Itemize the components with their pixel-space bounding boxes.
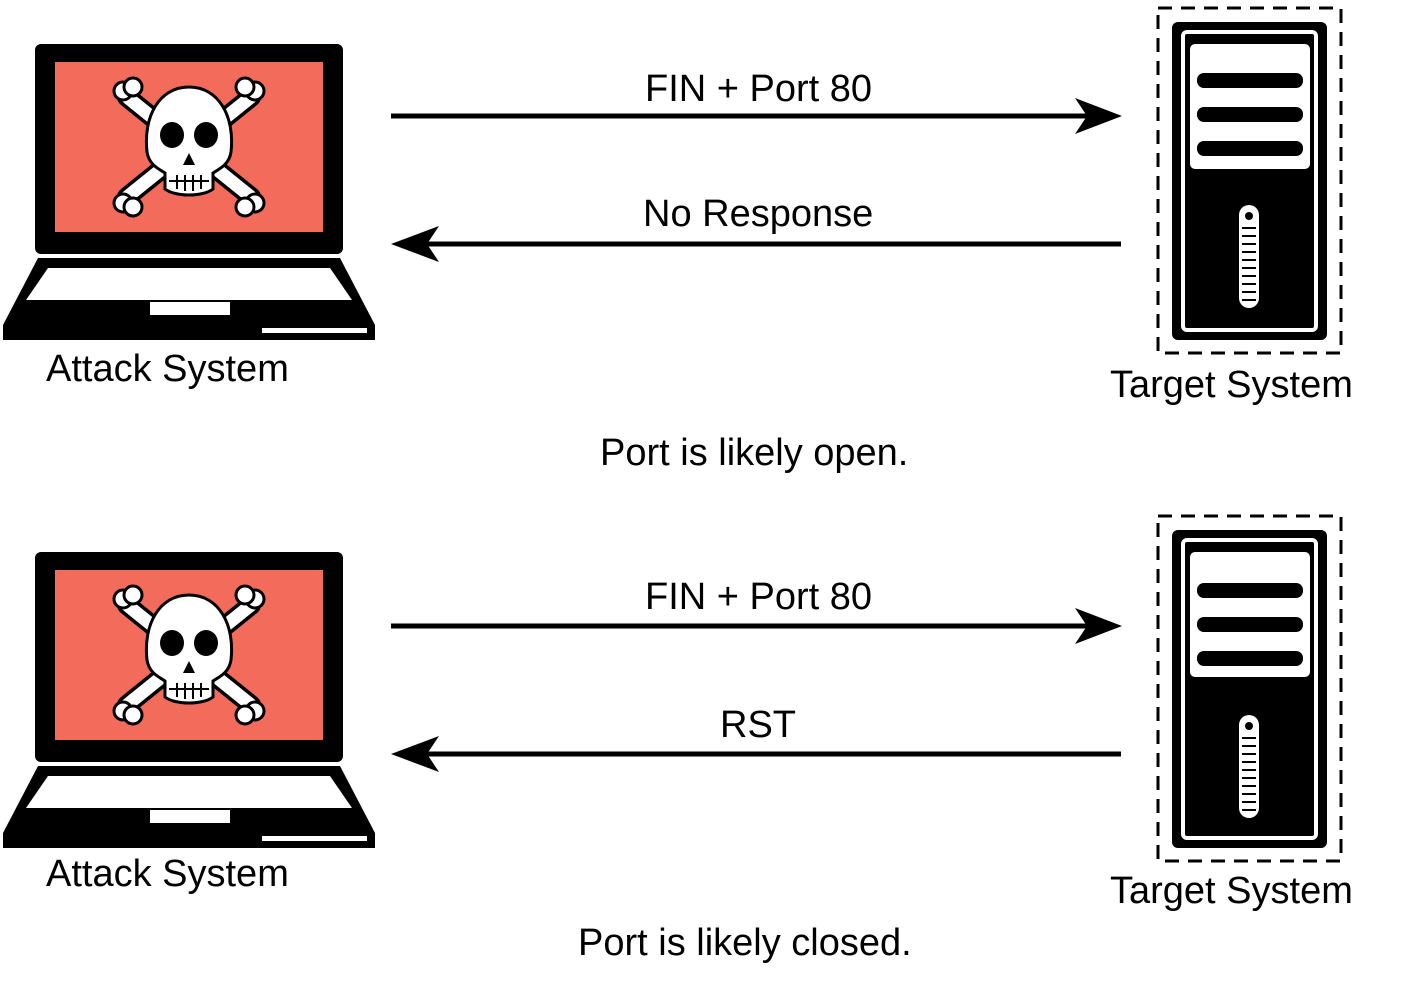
request-arrow <box>391 98 1122 262</box>
selection-dashed-box <box>1156 514 1343 863</box>
attack-system-label: Attack System <box>46 853 289 895</box>
attack-laptop-icon <box>3 44 375 340</box>
conclusion-text: Port is likely open. <box>600 432 909 474</box>
laptop-base <box>3 766 375 848</box>
skull-crossbones-icon <box>112 76 266 218</box>
response-label: No Response <box>643 193 874 235</box>
target-system-label: Target System <box>1110 364 1353 406</box>
skull-crossbones-icon <box>112 584 266 726</box>
target-server-icon <box>1156 6 1343 355</box>
scenario-open: Attack System FIN + Port 80 No Response … <box>0 0 1419 490</box>
conclusion-text: Port is likely closed. <box>578 922 912 964</box>
scenario-closed: Attack System FIN + Port 80 RST Target S… <box>0 508 1419 998</box>
attack-laptop-icon <box>3 552 375 848</box>
response-label: RST <box>720 704 796 746</box>
selection-dashed-box <box>1156 6 1343 355</box>
request-label: FIN + Port 80 <box>645 68 873 110</box>
laptop-base <box>3 258 375 340</box>
target-server-icon <box>1156 514 1343 863</box>
request-label: FIN + Port 80 <box>645 576 873 618</box>
request-arrow <box>391 608 1122 772</box>
attack-system-label: Attack System <box>46 348 289 390</box>
target-system-label: Target System <box>1110 870 1353 912</box>
